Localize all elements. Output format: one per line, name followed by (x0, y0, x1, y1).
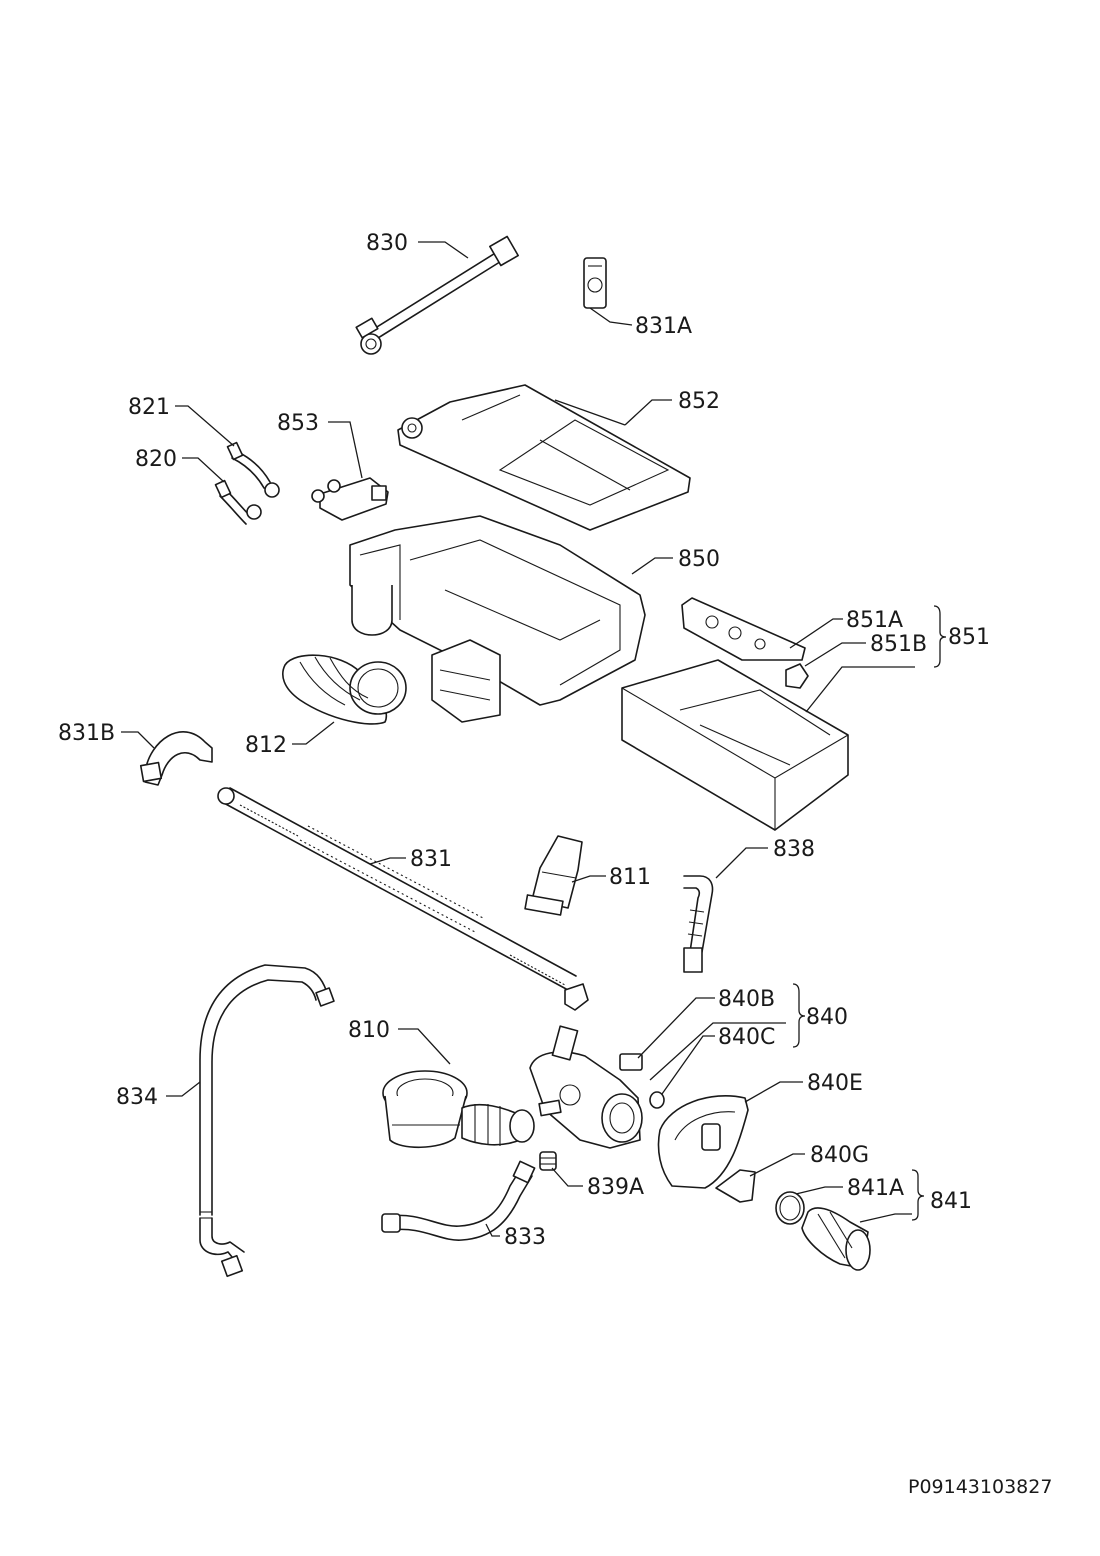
label-851B: 851B (870, 632, 927, 657)
part-833-hose (381, 1160, 536, 1241)
label-838: 838 (773, 837, 815, 862)
label-841: 841 (930, 1189, 972, 1214)
part-839A-fitting (539, 1151, 557, 1171)
part-851A-drawer-cover (681, 597, 806, 661)
part-838-hose (683, 875, 714, 973)
label-840E: 840E (807, 1071, 863, 1096)
label-851A: 851A (846, 608, 903, 633)
part-812-bellows (282, 654, 407, 725)
label-811: 811 (609, 865, 651, 890)
part-831A-clip (583, 257, 607, 309)
part-820-hose (214, 479, 262, 525)
label-850: 850 (678, 547, 720, 572)
label-840B: 840B (718, 987, 775, 1012)
label-853: 853 (277, 411, 319, 436)
part-840G-flap (715, 1169, 756, 1203)
part-821-hose (226, 441, 280, 498)
part-840C-seal (649, 1091, 665, 1109)
part-853-inlet-valve (311, 477, 389, 521)
label-820: 820 (135, 447, 177, 472)
part-830-inlet-hose (355, 235, 519, 355)
part-labels: 830 831A 852 821 820 853 850 851A 851B 8… (58, 231, 990, 1250)
label-840C: 840C (718, 1025, 775, 1050)
part-840-drain-pump (529, 1025, 643, 1149)
part-841A-o-ring (775, 1191, 805, 1225)
part-851B-siphon (785, 663, 809, 689)
label-821: 821 (128, 395, 170, 420)
label-810: 810 (348, 1018, 390, 1043)
group-braces (792, 605, 947, 1221)
label-831: 831 (410, 847, 452, 872)
part-810-sump (382, 1070, 535, 1149)
part-852-dispenser-lid (397, 384, 691, 531)
part-850-dispenser-housing (349, 515, 646, 723)
label-833: 833 (504, 1225, 546, 1250)
label-831B: 831B (58, 721, 115, 746)
part-841-filter (801, 1207, 871, 1271)
label-851: 851 (948, 625, 990, 650)
part-831B-hose-guide (139, 731, 213, 786)
part-834-hose (199, 964, 335, 1278)
label-831A: 831A (635, 314, 692, 339)
label-852: 852 (678, 389, 720, 414)
part-831-drain-hose (217, 787, 589, 1011)
label-840G: 840G (810, 1143, 869, 1168)
label-812: 812 (245, 733, 287, 758)
leader-lines (121, 241, 915, 1237)
reference-code: P09143103827 (908, 1476, 1052, 1498)
part-840E-pump-cover (657, 1095, 749, 1189)
label-840: 840 (806, 1005, 848, 1030)
label-830: 830 (366, 231, 408, 256)
part-851-drawer (621, 659, 849, 831)
label-839A: 839A (587, 1175, 644, 1200)
part-811-connector (524, 835, 583, 916)
label-841A: 841A (847, 1176, 904, 1201)
part-840B-cover (619, 1053, 643, 1071)
label-834: 834 (116, 1085, 158, 1110)
